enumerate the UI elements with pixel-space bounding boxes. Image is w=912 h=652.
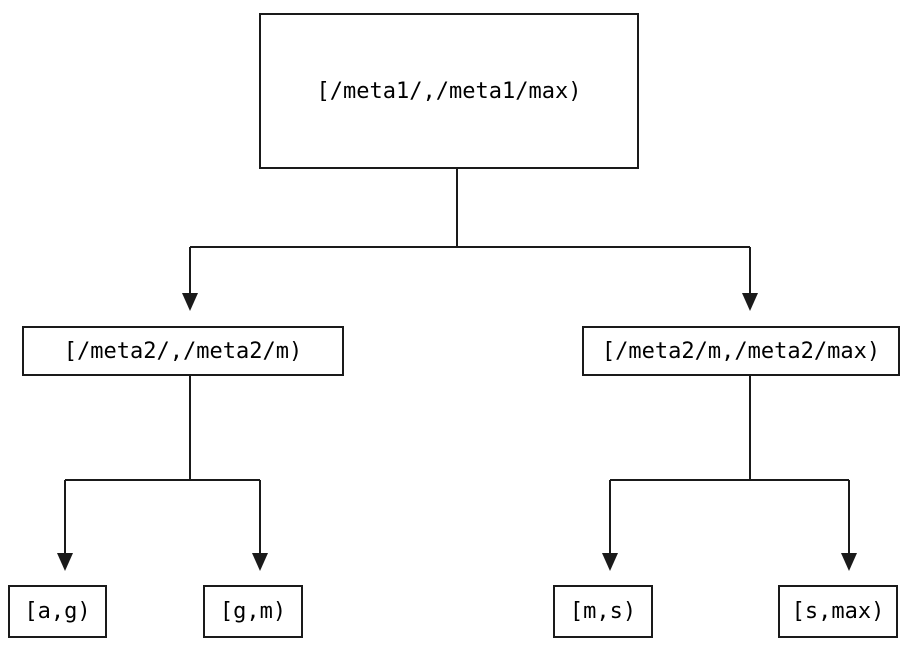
node-leaf-gm-label: [g,m): [219, 599, 287, 624]
node-root: [/meta1/,/meta1/max): [259, 13, 639, 169]
arrowhead-to-leaf-ag: [57, 553, 73, 571]
arrowhead-to-level2-right: [742, 293, 758, 311]
node-level2-right-label: [/meta2/m,/meta2/max): [601, 338, 881, 364]
arrowhead-to-leaf-gm: [252, 553, 268, 571]
arrowhead-to-leaf-smax: [841, 553, 857, 571]
node-level2-left: [/meta2/,/meta2/m): [22, 326, 344, 376]
node-leaf-ag: [a,g): [8, 585, 107, 638]
node-root-label: [/meta1/,/meta1/max): [316, 78, 582, 104]
node-leaf-gm: [g,m): [203, 585, 303, 638]
node-level2-right: [/meta2/m,/meta2/max): [582, 326, 900, 376]
node-leaf-smax-label: [s,max): [791, 599, 885, 624]
node-leaf-ms-label: [m,s): [569, 599, 637, 624]
node-leaf-smax: [s,max): [778, 585, 898, 638]
node-leaf-ms: [m,s): [553, 585, 653, 638]
arrowhead-to-leaf-ms: [602, 553, 618, 571]
node-leaf-ag-label: [a,g): [24, 599, 91, 624]
arrowhead-to-level2-left: [182, 293, 198, 311]
node-level2-left-label: [/meta2/,/meta2/m): [63, 338, 303, 364]
